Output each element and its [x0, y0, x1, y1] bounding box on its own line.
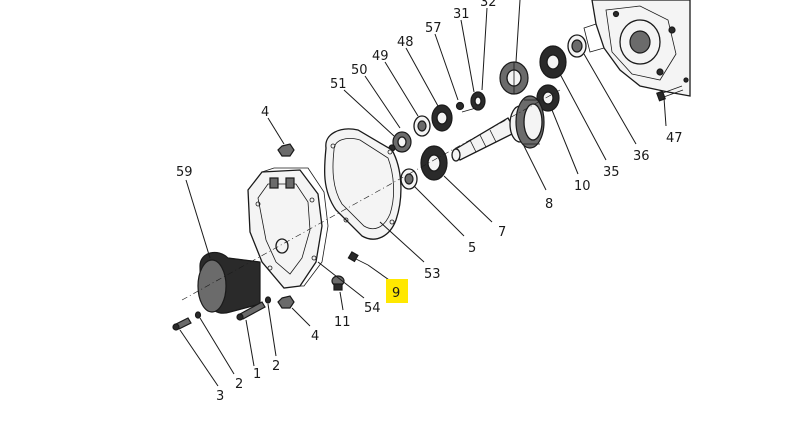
bearing-35	[539, 45, 567, 79]
washer-2-left	[194, 311, 202, 319]
callout-53: 53	[424, 267, 441, 282]
bolt-1	[236, 301, 266, 321]
plug-11	[331, 275, 345, 291]
callout-36: 36	[633, 149, 650, 164]
bolt-3	[172, 317, 192, 331]
callout-51: 51	[330, 77, 347, 92]
callout-47: 47	[666, 131, 683, 146]
callout-5: 5	[468, 241, 476, 256]
nut-4-top	[277, 143, 295, 157]
callout-9: 9	[392, 286, 400, 301]
end-cap-59	[197, 251, 261, 314]
callout-8: 8	[545, 197, 553, 212]
callout-50: 50	[351, 63, 368, 78]
bearing-7	[420, 145, 448, 181]
washer-2-right	[264, 296, 272, 304]
callout-labels: 59 4 51 50 49 48 57 31 32 47 36 35 10 8 …	[176, 0, 683, 404]
gear-32	[499, 61, 529, 95]
callout-59: 59	[176, 165, 193, 180]
gear-shaft-8	[451, 95, 545, 162]
bearing-48	[431, 104, 453, 132]
cover-54	[247, 167, 329, 289]
callout-11: 11	[334, 315, 351, 330]
callout-4-top: 4	[261, 105, 269, 120]
shaft-pin-31	[455, 91, 486, 113]
callout-54: 54	[364, 301, 381, 316]
gasket-53	[323, 128, 402, 240]
callout-2-right: 2	[272, 359, 280, 374]
callout-32: 32	[480, 0, 497, 10]
callout-48: 48	[397, 35, 414, 50]
callout-49: 49	[372, 49, 389, 64]
callout-2-left: 2	[235, 377, 243, 392]
bolt-47	[656, 77, 689, 102]
pinion-50	[388, 131, 412, 153]
ring-5	[400, 168, 418, 190]
ring-49	[413, 115, 431, 137]
nut-4-bottom	[277, 295, 295, 309]
callout-3: 3	[216, 389, 224, 404]
center-axis	[181, 89, 561, 301]
highlight-box-9	[386, 279, 408, 303]
screw-9	[347, 251, 369, 266]
seal-ring-36	[567, 34, 587, 58]
callout-10: 10	[574, 179, 591, 194]
callout-35: 35	[603, 165, 620, 180]
gearbox-housing	[583, 0, 691, 97]
callout-57: 57	[425, 21, 442, 36]
leader-lines	[179, 0, 667, 387]
callout-31: 31	[453, 7, 470, 22]
callout-7: 7	[498, 225, 506, 240]
callout-4-bottom: 4	[311, 329, 319, 344]
callout-1: 1	[253, 367, 261, 382]
